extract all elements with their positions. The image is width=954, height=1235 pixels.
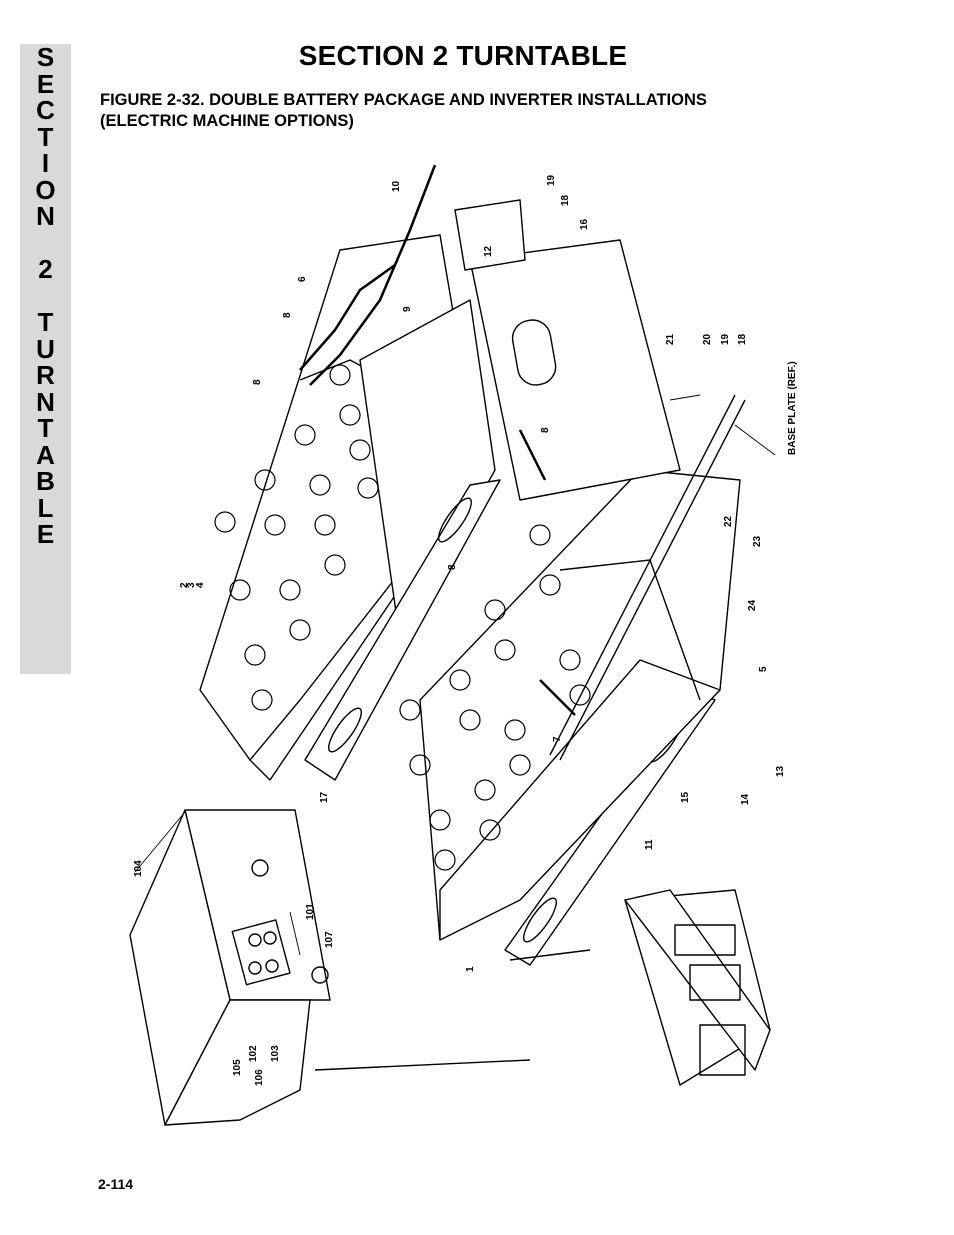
base-plate-reference (549, 394, 746, 761)
side-tab-letter: U (36, 333, 55, 364)
callout-19: 19 (720, 333, 731, 345)
callout-13: 13 (775, 765, 786, 777)
upper-battery-tray (199, 234, 496, 781)
side-tab-letter: N (36, 386, 55, 417)
figure-caption-line-1: FIGURE 2-32. DOUBLE BATTERY PACKAGE AND … (100, 91, 707, 109)
callout-101: 101 (305, 903, 316, 920)
callout-8: 8 (252, 379, 263, 385)
callout-22: 22 (723, 515, 734, 527)
callout-24: 24 (747, 599, 758, 611)
battery-cables (299, 164, 576, 716)
figure-caption-line-2: (ELECTRIC MACHINE OPTIONS) (100, 112, 354, 130)
callout-106: 106 (254, 1069, 265, 1086)
side-tab-letter: 2 (38, 254, 53, 284)
side-tab-letter: T (37, 307, 54, 337)
callout-10: 10 (391, 180, 402, 192)
base-plate-label: BASE PLATE (REF.) (787, 361, 798, 455)
callout-6: 6 (297, 276, 308, 282)
callout-18: 18 (560, 194, 571, 206)
callout-9: 9 (402, 306, 413, 312)
callout-16: 16 (579, 218, 590, 230)
callout-2: 2 (179, 582, 190, 588)
callout-17: 17 (319, 791, 330, 803)
callout-8: 8 (447, 564, 458, 570)
callout-18: 18 (737, 333, 748, 345)
side-tab-letter: L (37, 492, 54, 523)
callout-19: 19 (546, 174, 557, 186)
side-tab-letter: E (36, 68, 55, 99)
side-tab-letter: T (37, 121, 54, 152)
callout-11: 11 (644, 839, 655, 850)
callout-104: 104 (133, 860, 144, 877)
callout-8: 8 (540, 427, 551, 433)
callout-21: 21 (665, 333, 676, 345)
callout-1: 1 (465, 966, 476, 972)
callout-107: 107 (324, 931, 335, 948)
section-title: SECTION 2 TURNTABLE (298, 40, 628, 71)
callout-105: 105 (232, 1059, 243, 1076)
side-tab-letter: N (36, 201, 55, 231)
callout-20: 20 (702, 333, 713, 345)
callout-15: 15 (680, 791, 691, 803)
callout-12: 12 (483, 245, 494, 257)
page-number: 2-114 (98, 1176, 134, 1192)
inverter-unit (314, 889, 771, 1086)
side-tab-letter: S (36, 42, 55, 72)
callout-7: 7 (552, 736, 563, 742)
callout-23: 23 (752, 535, 763, 547)
side-tab-letter: B (36, 466, 55, 496)
callout-102: 102 (248, 1045, 259, 1062)
figure-caption: FIGURE 2-32. DOUBLE BATTERY PACKAGE AND … (100, 90, 860, 132)
side-tab-letter: A (36, 439, 55, 470)
side-tab-letter: O (35, 174, 56, 205)
inverter-mount-bracket (129, 809, 331, 1126)
callout-3: 3 (186, 582, 197, 588)
side-tab-letter: R (36, 360, 55, 390)
side-tab-letter: I (41, 148, 50, 178)
side-tab-letter: E (36, 519, 55, 549)
battery-cells (214, 364, 591, 871)
side-tab-letter: T (37, 413, 54, 443)
callout-14: 14 (740, 793, 751, 805)
callout-103: 103 (270, 1045, 281, 1062)
callout-8: 8 (282, 312, 293, 318)
leader-lines (134, 394, 776, 956)
callout-5: 5 (758, 666, 769, 672)
callout-4: 4 (195, 582, 206, 588)
side-tab-letter: C (36, 95, 55, 125)
section-side-tab: S E C T I O N 2 T U R N T A B L E (20, 44, 71, 674)
